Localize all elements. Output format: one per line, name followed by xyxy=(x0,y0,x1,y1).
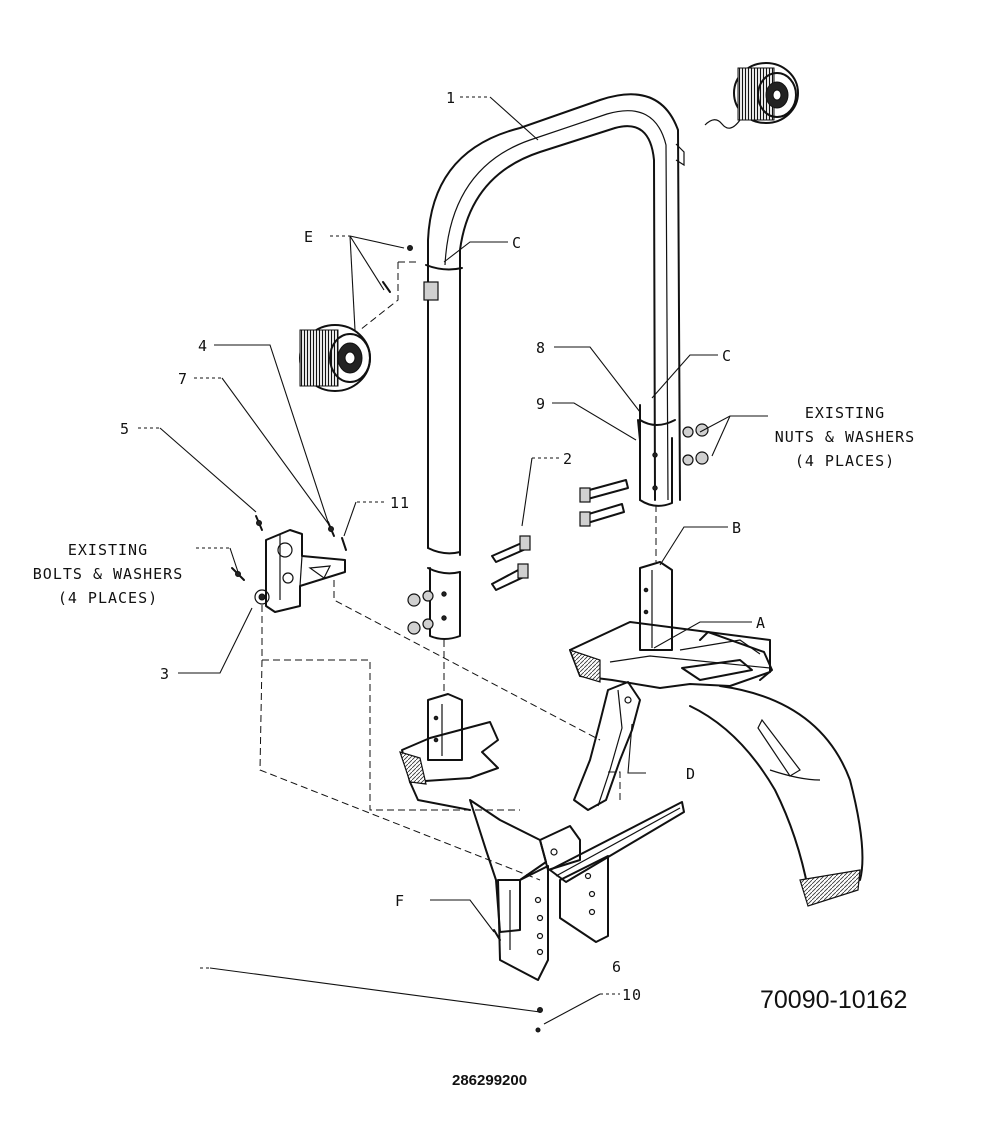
reflector-spool-right xyxy=(704,62,799,129)
part-number: 286299200 xyxy=(452,1072,527,1089)
callout-C-top: C xyxy=(512,234,522,252)
callout-3: 3 xyxy=(160,665,170,683)
leader-lines xyxy=(138,96,768,1025)
callout-11: 11 xyxy=(390,494,410,512)
note-nuts-line-2: NUTS & WASHERS xyxy=(775,428,915,446)
roll-bar-part-1 xyxy=(423,93,685,640)
callout-4: 4 xyxy=(198,337,208,355)
callout-10: 10 xyxy=(622,986,642,1004)
callout-6: 6 xyxy=(612,958,622,976)
callout-C-right: C xyxy=(722,347,732,365)
note-existing-nuts: EXISTING NUTS & WASHERS (4 PLACES) xyxy=(775,404,915,470)
callout-D: D xyxy=(686,765,696,783)
mounting-bracket xyxy=(254,529,346,613)
callout-7: 7 xyxy=(178,370,188,388)
callout-1: 1 xyxy=(446,89,456,107)
callout-8: 8 xyxy=(536,339,546,357)
bolt-upper-right xyxy=(579,479,629,503)
hardware xyxy=(231,245,709,1033)
note-existing-bolts: EXISTING BOLTS & WASHERS (4 PLACES) xyxy=(33,541,183,607)
fender-and-frame xyxy=(568,561,864,907)
note-nuts-line-3: (4 PLACES) xyxy=(795,452,895,470)
bolt-upper-left xyxy=(491,535,531,563)
callout-labels: 1 2 3 4 5 6 7 8 9 10 11 A B C C D E F xyxy=(120,89,766,1004)
callout-5: 5 xyxy=(120,420,130,438)
note-bolts-line-3: (4 PLACES) xyxy=(58,589,158,607)
callout-F: F xyxy=(395,892,405,910)
lower-frame xyxy=(399,693,685,981)
callout-E: E xyxy=(304,228,314,246)
note-nuts-line-1: EXISTING xyxy=(805,404,885,422)
callout-A: A xyxy=(756,614,766,632)
drawing-number: 70090-10162 xyxy=(760,986,907,1014)
note-bolts-line-1: EXISTING xyxy=(68,541,148,559)
alignment-lines xyxy=(259,261,657,881)
bolt-lower-left xyxy=(491,563,529,591)
callout-2: 2 xyxy=(563,450,573,468)
callout-9: 9 xyxy=(536,395,546,413)
note-bolts-line-2: BOLTS & WASHERS xyxy=(33,565,183,583)
bolt-lower-right xyxy=(579,503,625,527)
reflector-spool-left xyxy=(299,324,371,392)
callout-B: B xyxy=(732,519,742,537)
